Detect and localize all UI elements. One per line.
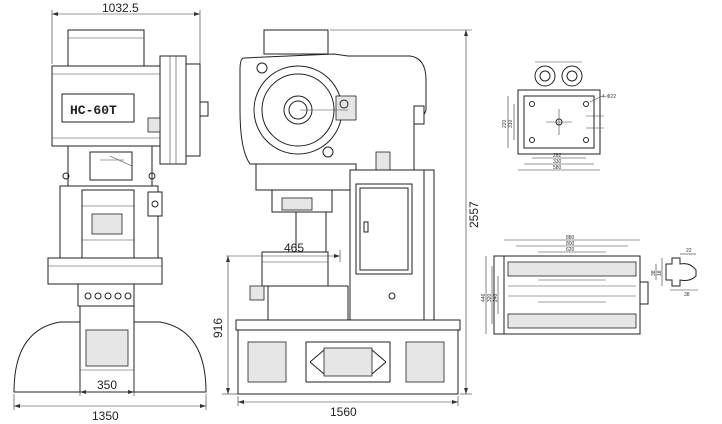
slot-label-2: 18 <box>657 270 663 276</box>
hole-spec-label: 4-Φ22 <box>602 94 616 100</box>
side-table-width-dimension: 465 <box>284 241 304 255</box>
side-view: 2557 465 916 1560 <box>211 29 481 419</box>
model-label: HC-60T <box>70 103 117 118</box>
plan-view-top: 4-Φ22 220 310 262 330 580 <box>502 61 616 171</box>
plan-bottom-side-label-2: 240 <box>493 293 499 302</box>
front-top-width-dimension: 1032.5 <box>102 1 139 15</box>
slot-detail: 22 38 18 38 <box>651 248 698 298</box>
plan-top-height-label-1: 310 <box>508 119 514 128</box>
side-table-height-dimension: 916 <box>211 318 225 338</box>
side-base-width-dimension: 1560 <box>330 405 357 419</box>
plan-top-width-label-1: 330 <box>553 159 562 165</box>
front-base-width-dimension: 1350 <box>92 409 119 423</box>
plan-bottom-width-label-1: 800 <box>566 241 575 247</box>
plan-bottom-side-label-0: 446 <box>481 293 487 302</box>
plan-bottom-width-label-0: 880 <box>566 235 575 241</box>
plan-top-width-label-0: 262 <box>553 153 562 159</box>
side-height-dimension: 2557 <box>467 201 481 228</box>
plan-bottom-width-label-2: 620 <box>566 247 575 253</box>
plan-bottom-side-label-1: 320 <box>487 293 493 302</box>
front-view: 1032.5 HC-60T <box>13 1 209 423</box>
plan-top-height-label-0: 220 <box>502 119 508 128</box>
plan-top-width-label-2: 580 <box>553 165 562 171</box>
plan-view-bottom: 880 800 620 446 320 240 <box>481 235 649 335</box>
slot-label-3: 38 <box>651 270 657 276</box>
front-opening-width-dimension: 350 <box>97 378 117 392</box>
slot-label-1: 38 <box>684 292 690 298</box>
slot-label-0: 22 <box>686 248 692 254</box>
